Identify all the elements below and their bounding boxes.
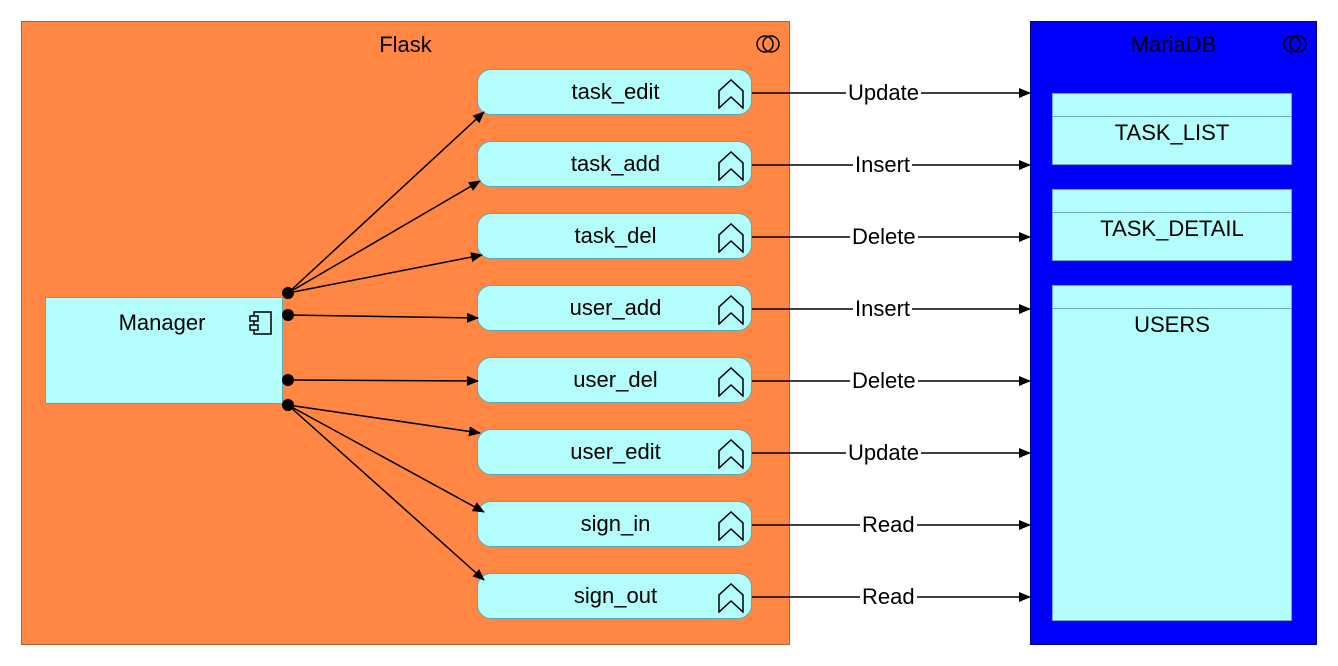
edge-manager-user-edit <box>287 404 481 437</box>
table-label: USERS <box>1134 312 1210 337</box>
flask-title: Flask <box>379 32 432 57</box>
function-label: user_edit <box>570 439 661 464</box>
table-header <box>1053 94 1291 117</box>
table-header <box>1053 286 1291 309</box>
edge-manager-task-del <box>287 252 483 294</box>
table-task-detail[interactable]: TASK_DETAIL <box>1052 189 1292 261</box>
manager-component[interactable]: Manager <box>45 297 283 404</box>
function-user-del[interactable]: user_del <box>477 357 752 403</box>
function-sign-in[interactable]: sign_in <box>477 501 752 547</box>
collaboration-icon <box>1283 35 1307 53</box>
edge-manager-sign-in <box>287 404 485 513</box>
function-sign-out[interactable]: sign_out <box>477 573 752 619</box>
function-label: sign_out <box>573 583 658 608</box>
table-users[interactable]: USERS <box>1052 285 1292 621</box>
edge-manager-user-add <box>287 312 479 323</box>
edge-origin-dot <box>282 374 294 386</box>
table-header <box>1053 190 1291 213</box>
edge-origin-dot <box>282 309 294 321</box>
function-icon <box>718 223 744 253</box>
edge-label-update: Update <box>846 80 921 105</box>
edge-label-delete: Delete <box>850 368 918 393</box>
edge-label-insert: Insert <box>853 296 913 321</box>
manager-label: Manager <box>118 310 206 335</box>
function-task-edit[interactable]: task_edit <box>477 69 752 115</box>
collaboration-icon <box>756 35 780 53</box>
edge-manager-task-add <box>287 180 481 294</box>
function-label: sign_in <box>580 511 651 536</box>
function-icon <box>718 511 744 541</box>
edge-manager-user-del <box>287 375 479 386</box>
edge-label-read: Read <box>860 512 917 537</box>
table-task-list[interactable]: TASK_LIST <box>1052 93 1292 165</box>
component-icon <box>249 311 272 335</box>
function-task-add[interactable]: task_add <box>477 141 752 187</box>
edge-label-insert: Insert <box>853 152 913 177</box>
edge-label-delete: Delete <box>850 224 918 249</box>
function-user-edit[interactable]: user_edit <box>477 429 752 475</box>
function-user-add[interactable]: user_add <box>477 285 752 331</box>
function-icon <box>718 79 744 109</box>
edge-origin-dot <box>282 287 294 299</box>
function-icon <box>718 295 744 325</box>
edge-manager-sign-out <box>287 404 485 581</box>
function-task-del[interactable]: task_del <box>477 213 752 259</box>
edge-label-read: Read <box>860 584 917 609</box>
mariadb-title: MariaDB <box>1130 32 1217 57</box>
table-label: TASK_DETAIL <box>1100 216 1244 241</box>
function-icon <box>718 439 744 469</box>
edge-label-update: Update <box>846 440 921 465</box>
edge-origin-dot <box>282 399 294 411</box>
function-label: user_add <box>569 295 662 320</box>
function-icon <box>718 367 744 397</box>
function-icon <box>718 151 744 181</box>
function-icon <box>718 583 744 613</box>
function-label: user_del <box>573 367 658 392</box>
edge-manager-task-edit <box>287 111 485 294</box>
function-label: task_edit <box>571 79 660 104</box>
function-label: task_del <box>574 223 657 248</box>
table-label: TASK_LIST <box>1114 120 1230 145</box>
function-label: task_add <box>570 151 661 176</box>
